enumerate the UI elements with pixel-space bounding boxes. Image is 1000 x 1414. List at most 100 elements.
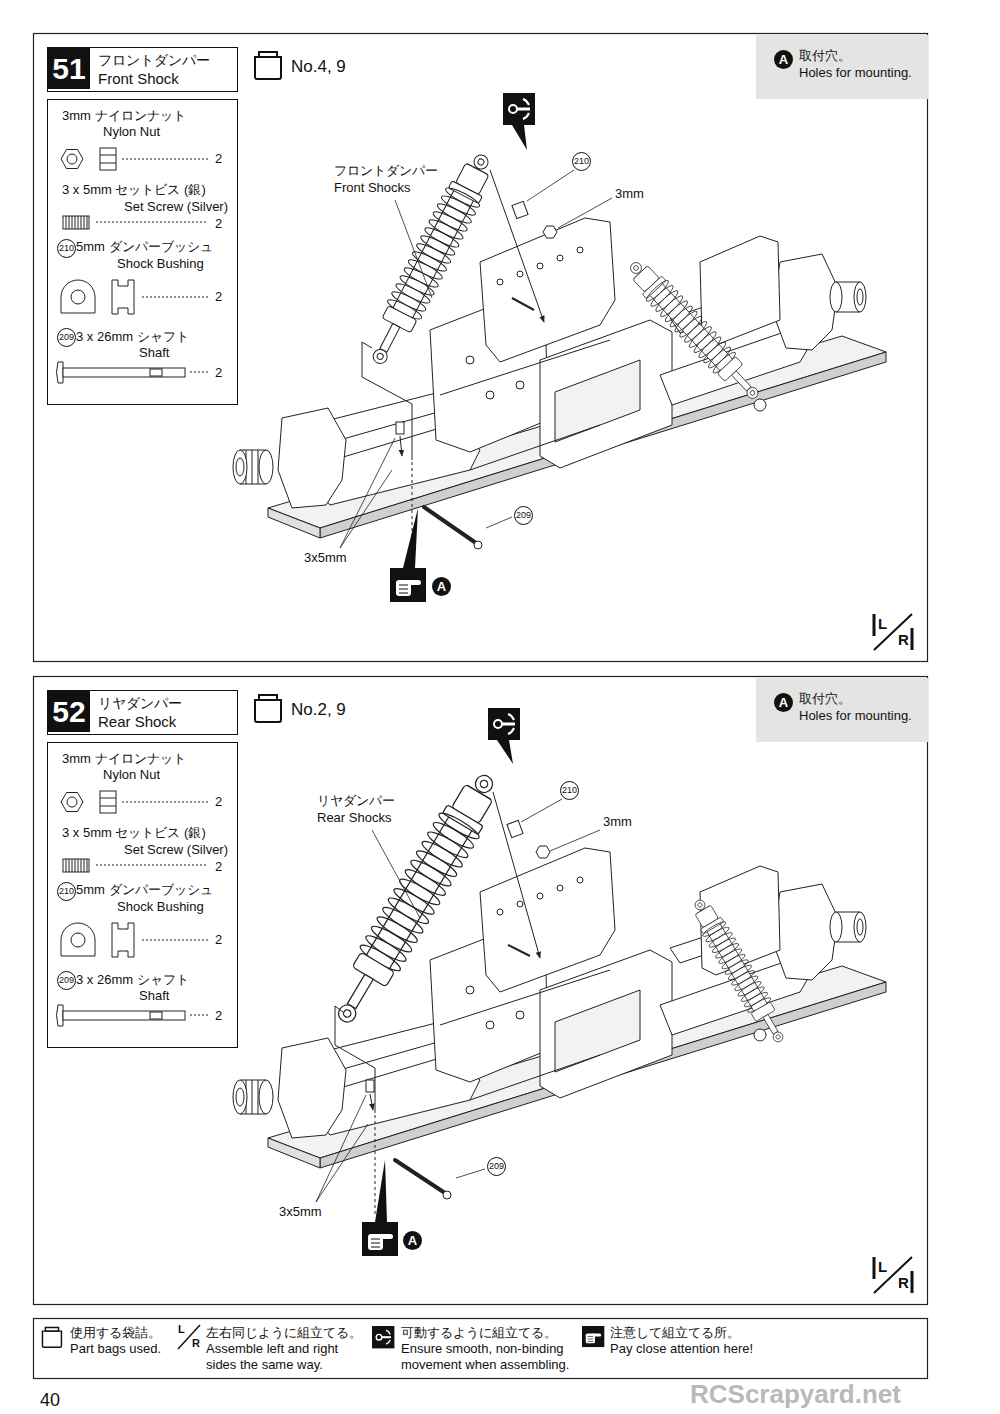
part-name: Set Screw (Silver) — [124, 842, 228, 858]
chassis-drawing — [233, 848, 886, 1168]
leader-line — [316, 1124, 368, 1202]
assembly-detail — [512, 298, 534, 310]
part-quantity: 2 — [215, 859, 222, 875]
legend-icon — [372, 1326, 394, 1348]
part-name: 3 x 26mm シャフト — [76, 972, 189, 988]
step-title: フロントダンパー — [98, 52, 210, 69]
size-label: 3x5mm — [278, 1204, 323, 1220]
part-bag-icon — [255, 52, 281, 79]
part-quantity: 2 — [215, 289, 222, 305]
attention-icon — [390, 568, 426, 602]
shock-drawing — [686, 894, 792, 1048]
assembly-detail — [335, 792, 550, 1215]
part-quantity: 2 — [215, 216, 222, 232]
size-label: 3x5mm — [303, 550, 348, 566]
callout-number: 209 — [57, 971, 76, 990]
leader-line — [340, 170, 612, 548]
side-letter: R — [192, 1337, 200, 1349]
legend-text: 使用する袋詰。 Part bags used. — [70, 1325, 161, 1356]
leader-line — [558, 198, 612, 228]
assembly-detail — [507, 820, 523, 837]
part-name: Shaft — [139, 345, 169, 361]
legend-text: 左右同じように組立てる。 Assemble left and right sid… — [206, 1325, 362, 1372]
mark-letter: A — [403, 1231, 422, 1250]
assembly-detail — [400, 436, 402, 456]
leader-line — [340, 470, 392, 548]
movement-icon — [488, 708, 520, 764]
step-title: Front Shock — [98, 70, 179, 88]
leader-line — [527, 170, 574, 201]
movement-icon — [488, 708, 520, 740]
movement-icon — [512, 125, 527, 150]
note-text: 取付穴。 — [799, 48, 851, 64]
left-right-icon — [874, 614, 912, 650]
left-right-icon — [911, 1271, 914, 1293]
legend-text: 注意して組立てる所。 Pay close attention here! — [610, 1325, 753, 1356]
step-title: リヤダンパー — [98, 695, 182, 712]
title-box: 51 フロントダンパーFront Shock — [47, 47, 238, 92]
attention-icon — [390, 508, 426, 602]
bag-number: No.2, 9 — [291, 700, 346, 720]
part-name: Nylon Nut — [103, 767, 160, 783]
watermark: RCScrapyard.net — [690, 1381, 901, 1407]
side-letter: L — [178, 1323, 185, 1335]
part-label: フロントダンパー — [333, 163, 439, 179]
assembly-detail — [335, 1006, 375, 1113]
panel-frame — [34, 677, 928, 1305]
part-name: Shock Bushing — [117, 256, 204, 272]
title-box: 52リヤダンパーRear Shock — [47, 690, 238, 735]
left-right-icon — [873, 1257, 876, 1279]
part-name: Set Screw (Silver) — [124, 199, 228, 215]
leader-line — [340, 438, 395, 548]
part-name: Shock Bushing — [117, 899, 204, 915]
assembly-detail — [443, 1191, 451, 1199]
side-letter: R — [898, 632, 909, 648]
assembly-detail — [395, 1160, 445, 1193]
part-bag-icon — [255, 695, 281, 722]
assembly-detail — [493, 792, 540, 958]
part-label: Rear Shocks — [316, 810, 392, 826]
callout-number: 209 — [514, 506, 533, 525]
callout-number: 210 — [57, 239, 76, 258]
attention-icon — [375, 1160, 387, 1222]
assembly-detail — [362, 342, 412, 460]
part-quantity: 2 — [215, 1008, 222, 1024]
chassis-drawing — [233, 218, 886, 538]
leader-line — [316, 799, 600, 1202]
side-letter: R — [898, 1275, 909, 1291]
part-name: 3mm ナイロンナット — [62, 751, 186, 767]
part-name: 5mm ダンパーブッシュ — [76, 239, 213, 255]
side-letter: L — [878, 616, 887, 632]
left-right-icon — [873, 614, 876, 636]
parts-icons — [57, 791, 209, 1026]
mark-letter: A — [432, 577, 451, 596]
callout-number: 210 — [560, 781, 579, 800]
parts-icons — [57, 148, 209, 383]
part-quantity: 2 — [215, 794, 222, 810]
assembly-detail — [490, 170, 544, 322]
part-name: Nylon Nut — [103, 124, 160, 140]
part-label: リヤダンパー — [316, 793, 396, 809]
part-name: 5mm ダンパーブッシュ — [76, 882, 213, 898]
legend-entry: 使用する袋詰。 Part bags used. — [70, 1325, 170, 1357]
parts-icons — [57, 791, 209, 1026]
part-bag-icon — [255, 52, 281, 79]
part-quantity: 2 — [215, 151, 222, 167]
assembly-detail — [512, 201, 528, 218]
step-number: 51 — [48, 48, 90, 89]
left-right-icon — [874, 1257, 912, 1293]
part-name: 3 x 5mm セットビス (銀) — [62, 825, 206, 841]
parts-box: 3mm ナイロンナットNylon Nut23 x 5mm セットビス (銀)Se… — [47, 99, 238, 405]
part-quantity: 2 — [215, 365, 222, 381]
leader-line — [372, 830, 420, 918]
part-name: Shaft — [139, 988, 169, 1004]
left-right-icon — [874, 1257, 912, 1293]
callout-number: 209 — [487, 1157, 506, 1176]
legend-icon — [42, 1327, 61, 1347]
movement-icon — [497, 740, 513, 764]
panel-frame — [34, 34, 928, 662]
size-label: 3mm — [614, 186, 645, 202]
parts-icons — [57, 148, 209, 383]
note-text: 取付穴。 — [799, 691, 851, 707]
